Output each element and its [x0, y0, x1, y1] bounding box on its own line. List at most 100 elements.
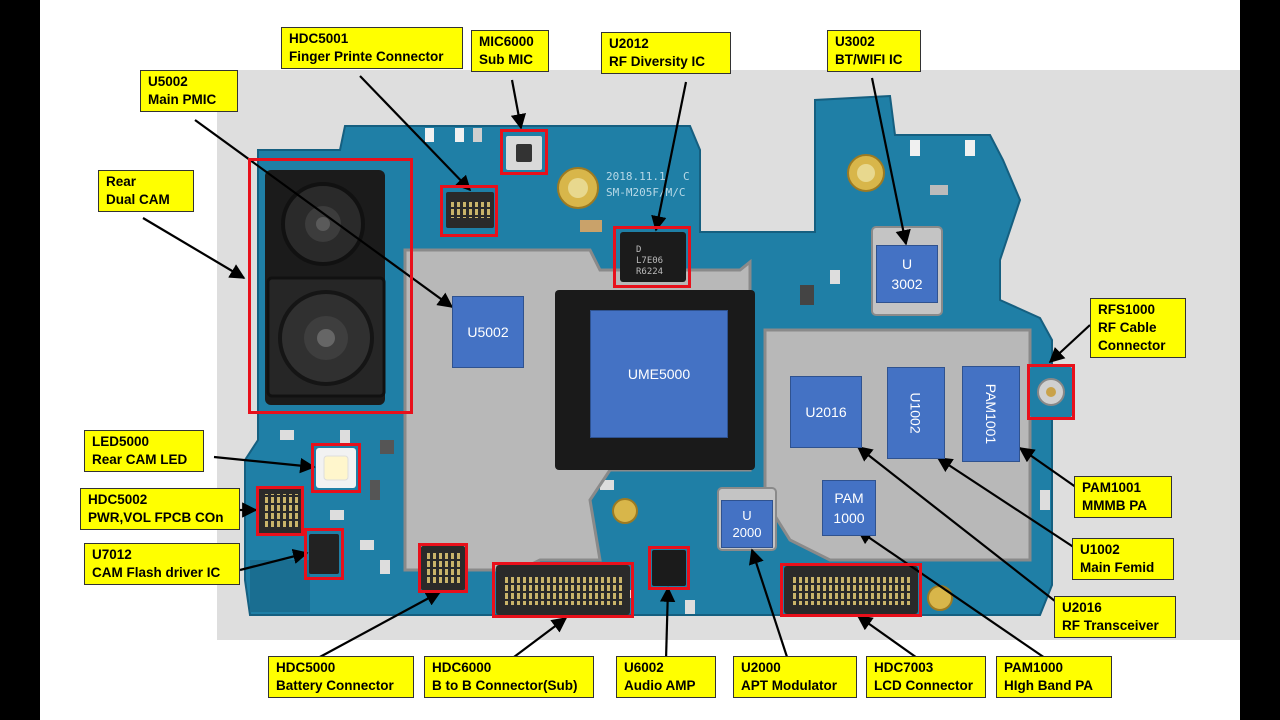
label-u7012-id: U7012	[92, 547, 132, 562]
label-u2012-desc: RF Diversity IC	[609, 54, 706, 69]
chip-u2000-label-2: 2000	[732, 525, 762, 540]
label-hdc7003: HDC7003 LCD Connector	[866, 656, 986, 698]
highlight-mic6000	[500, 129, 548, 175]
label-rear-dual-cam: Rear Dual CAM	[98, 170, 194, 212]
label-hdc6000-desc: B to B Connector(Sub)	[432, 678, 578, 693]
label-u2016: U2016 RF Transceiver	[1054, 596, 1176, 638]
chip-u2016-label: U2016	[805, 404, 847, 420]
label-hdc5001-id: HDC5001	[289, 31, 349, 46]
highlight-hdc5001	[440, 185, 498, 237]
label-hdc5001: HDC5001 Finger Printe Connector	[281, 27, 463, 69]
label-led5000-desc: Rear CAM LED	[92, 452, 188, 467]
highlight-rfs1000	[1027, 364, 1075, 420]
highlight-u2012	[613, 226, 691, 288]
label-hdc6000: HDC6000 B to B Connector(Sub)	[424, 656, 594, 698]
label-mic6000-desc: Sub MIC	[479, 52, 533, 67]
label-pam1001: PAM1001 MMMB PA	[1074, 476, 1172, 518]
highlight-u7012	[304, 528, 344, 580]
chip-u3002: U 3002	[876, 245, 938, 303]
label-rear-cam-line2: Dual CAM	[106, 192, 170, 207]
label-u2000-desc: APT Modulator	[741, 678, 837, 693]
highlight-hdc5002	[256, 486, 304, 536]
chip-ume5000-label: UME5000	[627, 366, 691, 382]
label-mic6000-id: MIC6000	[479, 34, 534, 49]
highlight-u6002	[648, 546, 690, 590]
label-pam1001-desc: MMMB PA	[1082, 498, 1147, 513]
chip-u1002-label: U1002	[907, 392, 924, 434]
label-pam1000: PAM1000 HIgh Band PA	[996, 656, 1112, 698]
highlight-hdc5000	[418, 543, 468, 593]
label-u7012: U7012 CAM Flash driver IC	[84, 543, 240, 585]
label-mic6000: MIC6000 Sub MIC	[471, 30, 549, 72]
label-u3002-id: U3002	[835, 34, 875, 49]
silkscreen-date: 2018.11.1	[606, 170, 666, 183]
label-u1002: U1002 Main Femid	[1072, 538, 1174, 580]
label-rfs1000-id: RFS1000	[1098, 302, 1156, 317]
label-u6002-desc: Audio AMP	[624, 678, 696, 693]
label-u2000: U2000 APT Modulator	[733, 656, 857, 698]
u7012-part	[309, 534, 339, 574]
chip-u1002: U1002	[887, 367, 945, 459]
label-u2016-id: U2016	[1062, 600, 1102, 615]
chip-pam1000: PAM 1000	[822, 480, 876, 536]
label-rear-cam-line1: Rear	[106, 174, 137, 189]
chip-u5002-label: U5002	[467, 324, 509, 340]
label-hdc5000-id: HDC5000	[276, 660, 336, 675]
label-rfs1000: RFS1000 RF Cable Connector	[1090, 298, 1186, 358]
label-u2012-id: U2012	[609, 36, 649, 51]
label-rfs1000-desc-1: RF Cable	[1098, 320, 1157, 335]
highlight-rear-camera	[248, 158, 413, 414]
label-hdc7003-id: HDC7003	[874, 660, 934, 675]
chip-u5002: U5002	[452, 296, 524, 368]
label-hdc5002-id: HDC5002	[88, 492, 148, 507]
label-hdc6000-id: HDC6000	[432, 660, 492, 675]
rear-dual-camera-module	[265, 170, 386, 405]
mounting-hole	[927, 585, 953, 611]
chip-u3002-label-2: 3002	[891, 276, 923, 292]
highlight-hdc6000	[492, 562, 634, 618]
highlight-hdc7003	[780, 563, 922, 617]
chip-u2000-label-1: U	[742, 508, 752, 523]
label-hdc5002-desc: PWR,VOL FPCB COn	[88, 510, 224, 525]
svg-text:D: D	[636, 245, 641, 255]
label-u2016-desc: RF Transceiver	[1062, 618, 1159, 633]
svg-text:C: C	[683, 170, 690, 183]
mounting-hole	[612, 498, 638, 524]
u2012-marking-1: L7E06	[636, 256, 663, 266]
label-u2012: U2012 RF Diversity IC	[601, 32, 731, 74]
u2012-marking-2: R6224	[636, 267, 663, 277]
label-rfs1000-desc-2: Connector	[1098, 338, 1166, 353]
chip-ume5000: UME5000	[590, 310, 728, 438]
label-u1002-desc: Main Femid	[1080, 560, 1155, 575]
chip-pam1001-label: PAM1001	[983, 383, 1000, 445]
label-hdc5002: HDC5002 PWR,VOL FPCB COn	[80, 488, 240, 530]
label-u3002: U3002 BT/WIFI IC	[827, 30, 921, 72]
label-u5002-id: U5002	[148, 74, 188, 89]
u2012-chip	[620, 232, 686, 282]
label-u7012-desc: CAM Flash driver IC	[92, 565, 221, 580]
leader-lines	[142, 75, 1091, 661]
label-u3002-desc: BT/WIFI IC	[835, 52, 903, 67]
label-led5000: LED5000 Rear CAM LED	[84, 430, 204, 472]
label-u5002-desc: Main PMIC	[148, 92, 217, 107]
label-u2000-id: U2000	[741, 660, 781, 675]
label-pam1000-id: PAM1000	[1004, 660, 1064, 675]
label-u6002: U6002 Audio AMP	[616, 656, 716, 698]
u6002-part	[652, 550, 686, 586]
chip-pam1001: PAM1001	[962, 366, 1020, 462]
chip-u2016: U2016	[790, 376, 862, 448]
label-hdc5000: HDC5000 Battery Connector	[268, 656, 414, 698]
label-u5002: U5002 Main PMIC	[140, 70, 238, 112]
label-pam1000-desc: HIgh Band PA	[1004, 678, 1093, 693]
chip-u2000: U 2000	[721, 500, 773, 548]
label-u1002-id: U1002	[1080, 542, 1120, 557]
label-hdc5000-desc: Battery Connector	[276, 678, 394, 693]
label-hdc7003-desc: LCD Connector	[874, 678, 973, 693]
chip-pam1000-label-2: 1000	[833, 510, 865, 526]
label-led5000-id: LED5000	[92, 434, 150, 449]
chip-pam1000-label-1: PAM	[834, 490, 864, 506]
silkscreen-model: SM-M205F/M/C	[606, 186, 685, 199]
label-hdc5001-desc: Finger Printe Connector	[289, 49, 444, 64]
label-pam1001-id: PAM1001	[1082, 480, 1142, 495]
highlight-led5000	[311, 443, 361, 493]
